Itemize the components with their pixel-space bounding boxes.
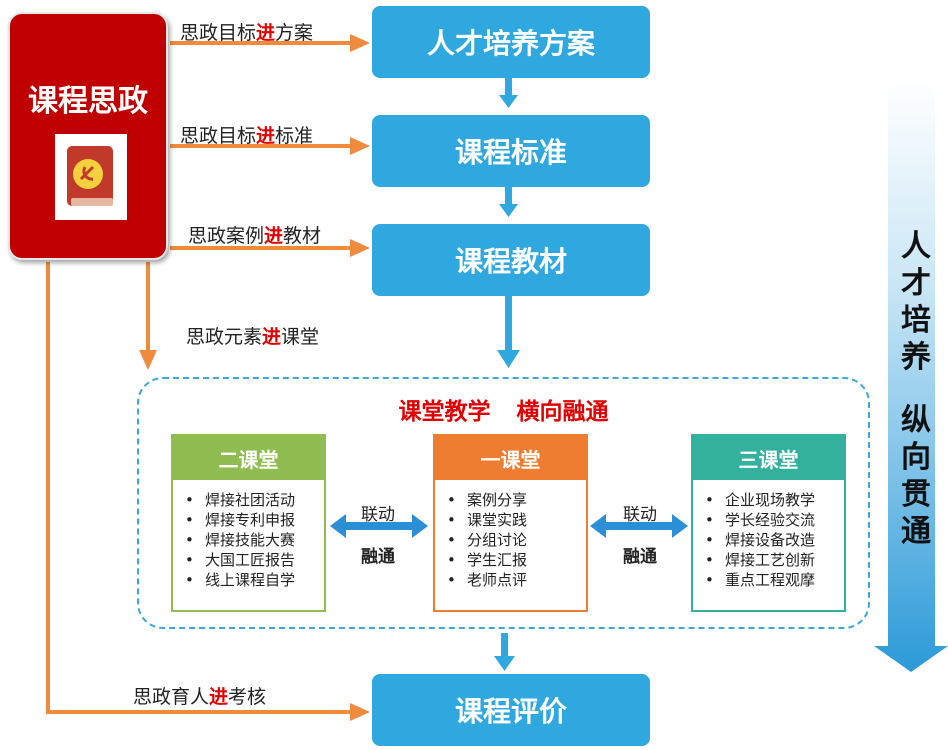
arrow-to-evaluation (46, 262, 352, 714)
list-item: 焊接工艺创新 (705, 550, 844, 570)
list-item: 学生汇报 (447, 550, 586, 570)
step-course-textbook: 课程教材 (372, 224, 650, 296)
list-item: 大国工匠报告 (185, 550, 324, 570)
card-third-classroom-title: 三课堂 (693, 436, 844, 480)
link-label-left: 联动 (361, 505, 395, 525)
card-first-classroom-title: 一课堂 (435, 436, 586, 480)
side-text-line1: 人才培养 (901, 229, 931, 375)
classroom-container (137, 377, 870, 629)
list-item: 分组讨论 (447, 530, 586, 550)
label-goal-to-standard: 思政目标进标准 (180, 125, 314, 147)
list-item: 线上课程自学 (185, 570, 324, 590)
party-book-icon (55, 134, 127, 220)
list-item: 焊接专利申报 (185, 510, 324, 530)
classroom-title: 课堂教学 横向融通 (398, 399, 609, 425)
card-third-classroom: 三课堂 企业现场教学 学长经验交流 焊接设备改造 焊接工艺创新 重点工程观摩 (691, 434, 846, 612)
card-second-classroom-title: 二课堂 (173, 436, 324, 480)
second-classroom-list: 焊接社团活动 焊接专利申报 焊接技能大赛 大国工匠报告 线上课程自学 (173, 490, 324, 590)
merge-label-right: 融通 (623, 547, 657, 567)
side-text-line2: 纵向贯通 (901, 403, 931, 549)
card-first-classroom: 一课堂 案例分享 课堂实践 分组讨论 学生汇报 老师点评 (433, 434, 588, 612)
card-second-classroom: 二课堂 焊接社团活动 焊接专利申报 焊接技能大赛 大国工匠报告 线上课程自学 (171, 434, 326, 612)
step-talent-plan: 人才培养方案 (372, 6, 650, 78)
list-item: 焊接设备改造 (705, 530, 844, 550)
step-course-evaluation: 课程评价 (372, 674, 650, 746)
course-ideology-title: 课程思政 (28, 84, 148, 119)
list-item: 案例分享 (447, 490, 586, 510)
merge-label-left: 融通 (361, 547, 395, 567)
link-arrow-right (604, 522, 674, 530)
course-ideology-box: 课程思政 (8, 12, 168, 260)
link-label-right: 联动 (623, 505, 657, 525)
list-item: 重点工程观摩 (705, 570, 844, 590)
label-education-to-assessment: 思政育人进考核 (133, 686, 267, 708)
vertical-flow-arrow (874, 80, 948, 672)
label-element-to-classroom: 思政元素进课堂 (186, 326, 320, 348)
link-arrow-left (344, 522, 414, 530)
list-item: 焊接技能大赛 (185, 530, 324, 550)
vertical-side-text: 人才培养 纵向贯通 (888, 228, 944, 550)
list-item: 课堂实践 (447, 510, 586, 530)
third-classroom-list: 企业现场教学 学长经验交流 焊接设备改造 焊接工艺创新 重点工程观摩 (693, 490, 844, 590)
list-item: 老师点评 (447, 570, 586, 590)
step-course-standard: 课程标准 (372, 115, 650, 187)
list-item: 焊接社团活动 (185, 490, 324, 510)
list-item: 企业现场教学 (705, 490, 844, 510)
list-item: 学长经验交流 (705, 510, 844, 530)
label-goal-to-plan: 思政目标进方案 (180, 22, 314, 44)
label-case-to-textbook: 思政案例进教材 (188, 225, 322, 247)
first-classroom-list: 案例分享 课堂实践 分组讨论 学生汇报 老师点评 (435, 490, 586, 590)
